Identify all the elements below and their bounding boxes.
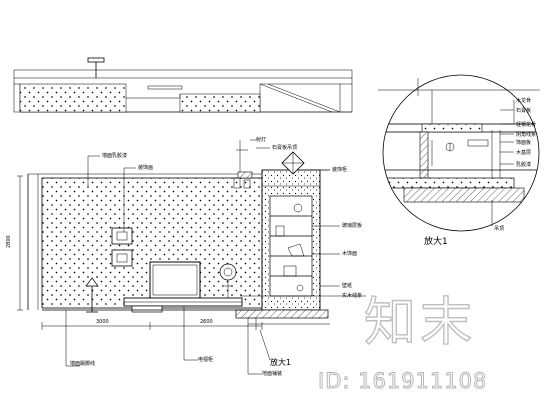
- light-trough: [147, 85, 183, 90]
- leaders-top: [87, 139, 330, 232]
- label-wallpaper: 壁纸: [342, 282, 352, 289]
- tv-wall-elevation: 3000 2600 2800 墙面乳胶漆 装饰画 射灯 石膏板吊顶 装饰柜 玻璃…: [6, 136, 366, 377]
- display-shelf-unit: [261, 169, 330, 311]
- detail-label-5: 饰面板: [516, 139, 531, 146]
- detail-enlargement: [378, 74, 540, 232]
- detail-label-3: 轻钢龙骨: [516, 121, 536, 128]
- dim-height: 2800: [6, 235, 12, 248]
- detail-circle: [382, 74, 540, 232]
- watermark-logo: 知末: [364, 293, 476, 353]
- label-gypsum-ceiling: 石膏板吊顶: [272, 144, 297, 151]
- dim-width: 3000: [96, 319, 109, 325]
- section-marker: [233, 140, 253, 189]
- label-glass-shelf: 玻璃层板: [342, 222, 362, 229]
- detail-title: 放大1: [424, 235, 448, 247]
- dim-width-right: 2600: [200, 319, 213, 325]
- picture-frame-upper: [111, 227, 133, 245]
- ceiling-fixture: [87, 57, 105, 63]
- label-cabinet: 装饰柜: [332, 166, 347, 173]
- lamp-symbol: [281, 151, 305, 175]
- detail-label-6: 木基层: [516, 149, 531, 156]
- detail-label-2: 石膏板: [516, 107, 531, 114]
- label-decor-picture: 装饰画: [138, 164, 153, 171]
- dimension-lines: [17, 175, 263, 330]
- leaders-bottom: [65, 306, 271, 375]
- ceiling-fill-left: [19, 83, 127, 113]
- detail-callout-tag: 放大1: [270, 357, 291, 367]
- floor-lamp: [85, 277, 99, 313]
- detail-label-7: 乳胶漆: [516, 161, 531, 168]
- label-wood-trim: 实木线条: [342, 292, 362, 299]
- cabinet-drawer: [131, 305, 163, 313]
- detail-label-8: 吊顶: [494, 226, 504, 232]
- label-tv-cabinet: 电视柜: [198, 356, 213, 363]
- ceiling-section: [13, 57, 353, 113]
- label-veneer: 木饰面: [342, 250, 357, 257]
- label-skirting: 墙面踢脚线: [70, 360, 95, 367]
- label-floor: 地面铺装: [262, 370, 282, 377]
- detail-section: [383, 123, 539, 203]
- vase-decoration: [219, 263, 237, 298]
- label-wall-paint: 墙面乳胶漆: [102, 152, 127, 159]
- leaders-right: [240, 225, 366, 297]
- label-downlight: 射灯: [256, 136, 266, 143]
- picture-frame-lower: [111, 249, 133, 267]
- ceiling-fill-right: [179, 93, 261, 113]
- detail-label-4: 阴角线条: [516, 131, 536, 138]
- detail-label-1: 木龙骨: [516, 97, 531, 104]
- tv-screen: [149, 261, 201, 299]
- floor-section: [235, 309, 329, 319]
- watermark-id: ID: 161911108: [318, 369, 487, 393]
